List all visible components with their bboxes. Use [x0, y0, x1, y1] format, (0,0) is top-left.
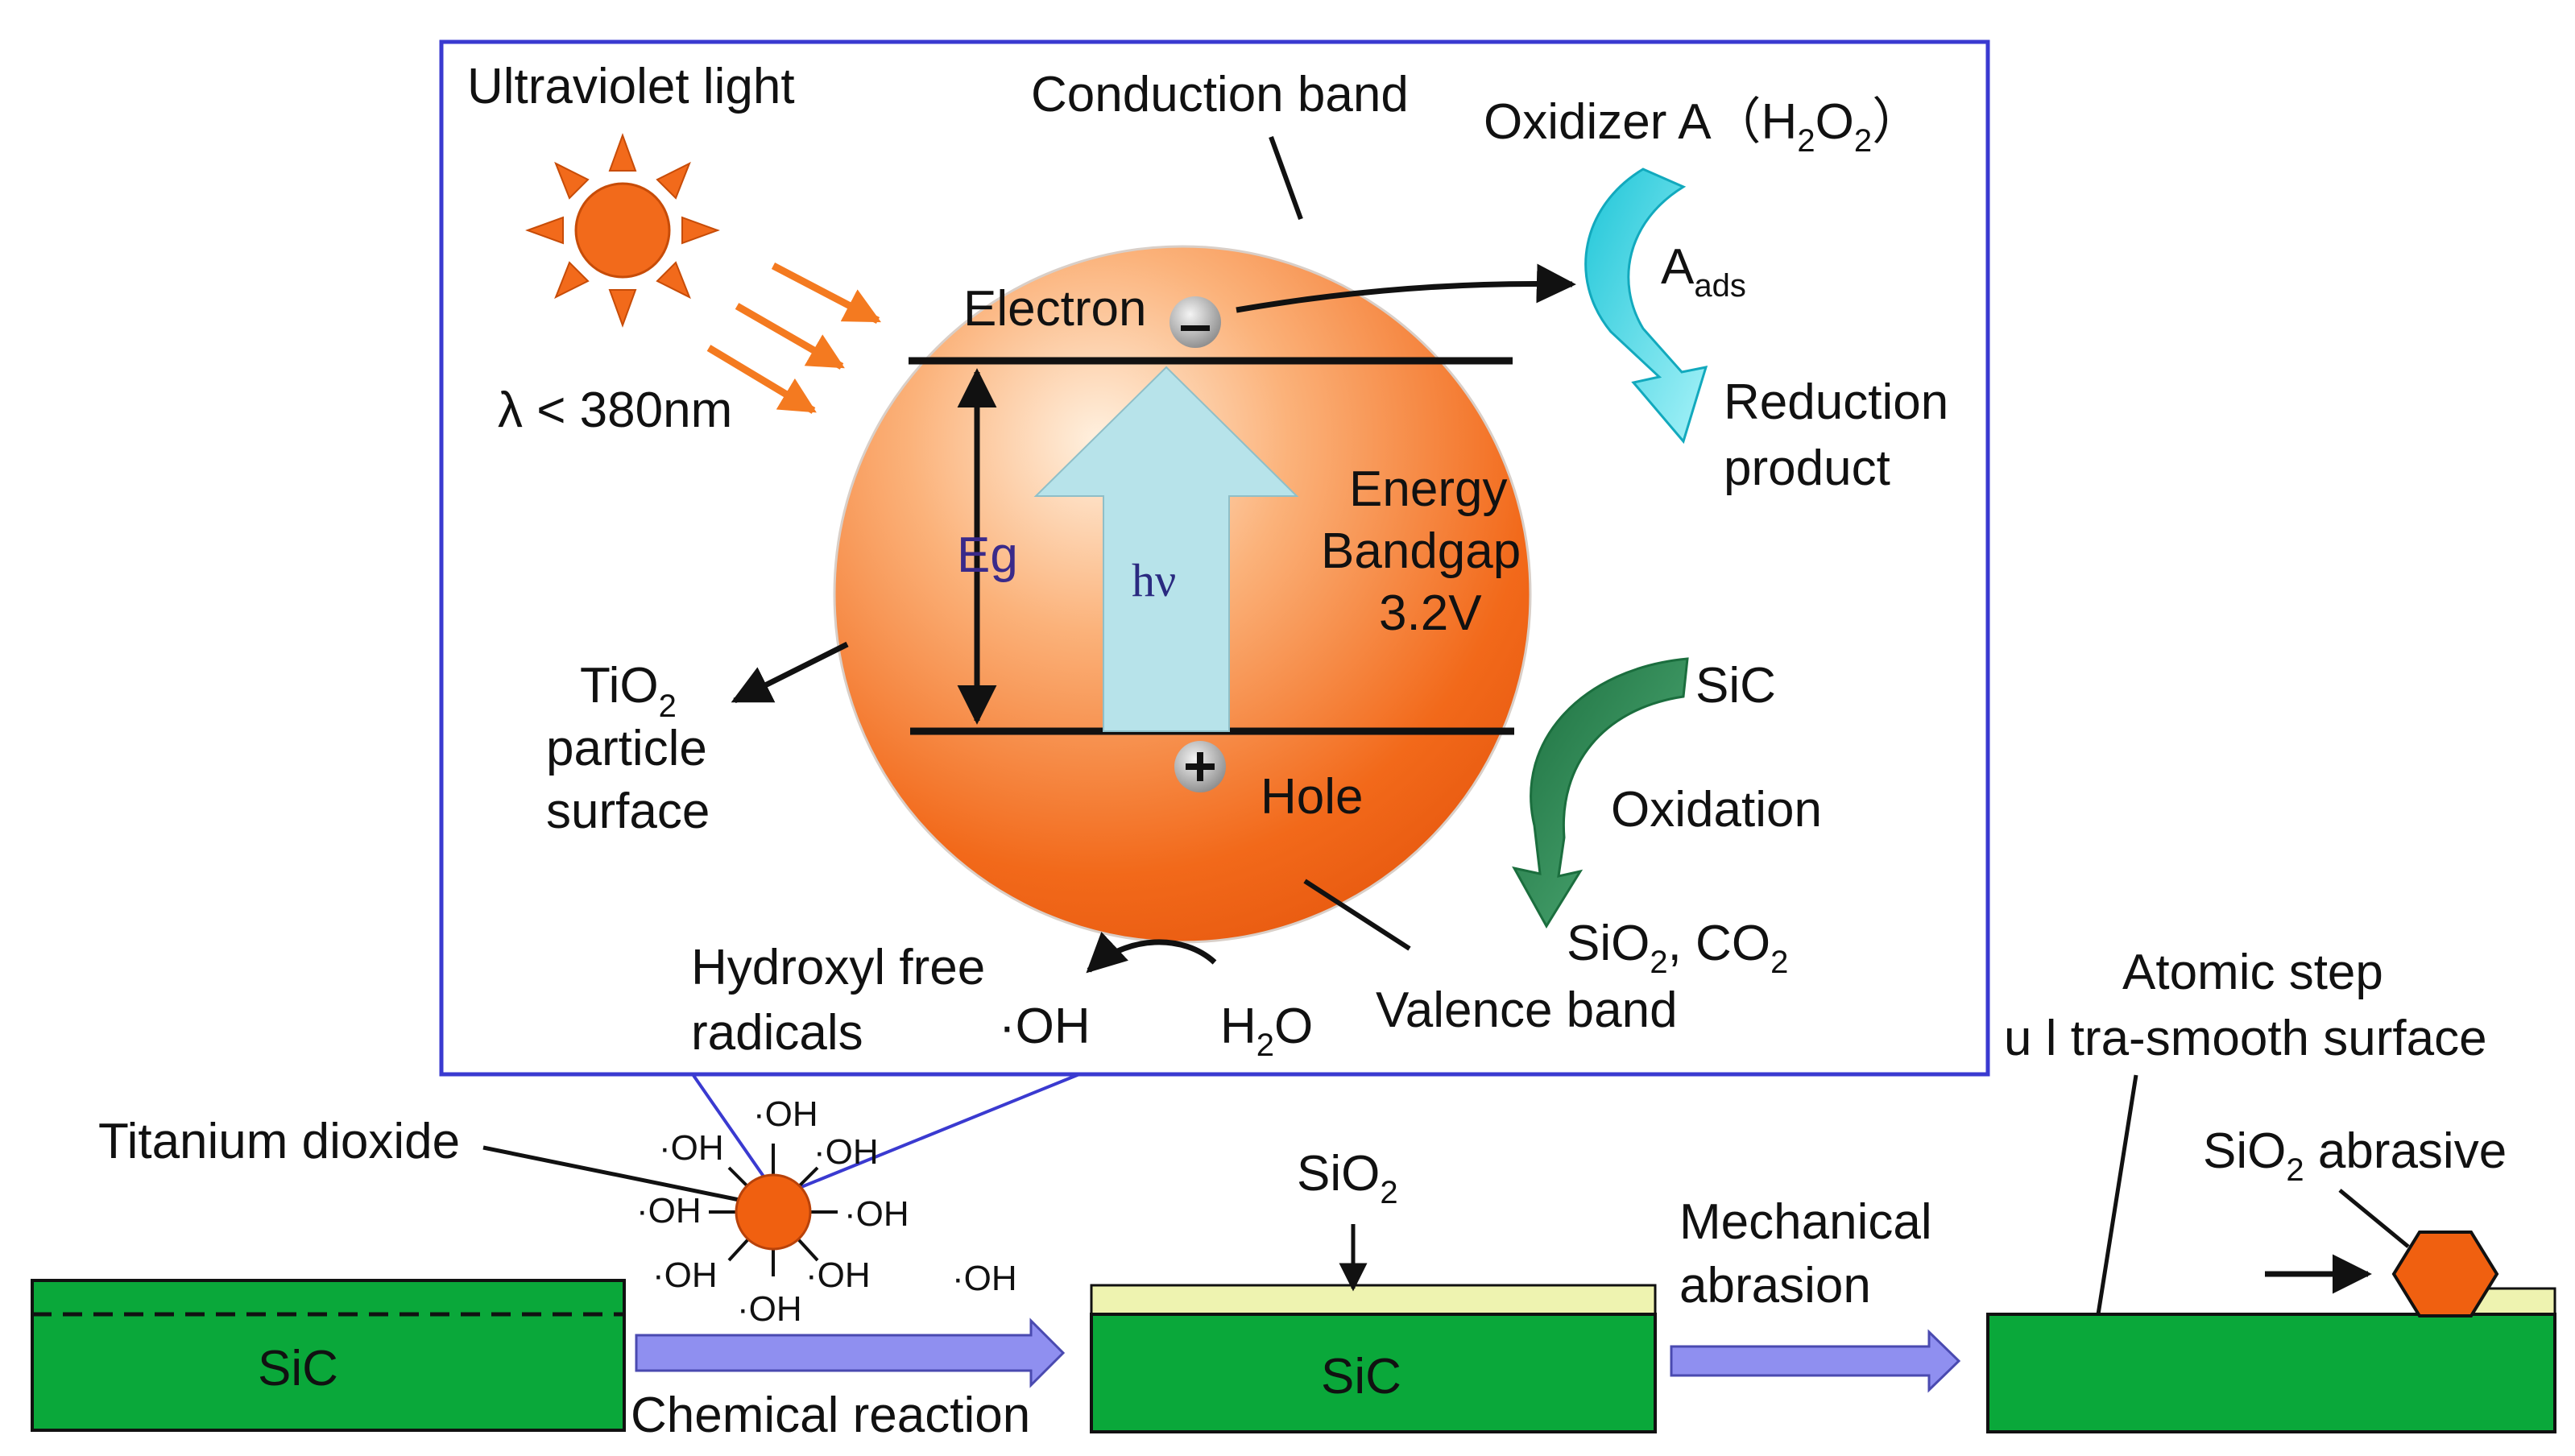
abrasion-label: abrasion	[1679, 1258, 1871, 1313]
sic-substrate-right	[1986, 1313, 2556, 1433]
oxidizer-label: Oxidizer A（H2O2）	[1484, 94, 1922, 159]
uv-light-label: Ultraviolet light	[467, 59, 795, 114]
valence-band-label: Valence band	[1376, 982, 1678, 1038]
svg-text:Aads: Aads	[1661, 239, 1746, 304]
water-to-oh-arrow	[1086, 931, 1217, 974]
plus-circle-icon	[1174, 741, 1226, 792]
atomic-step-line1: Atomic step	[2122, 945, 2383, 1000]
abrasive-leader	[2338, 1189, 2410, 1248]
svg-text:SiO2: SiO2	[1297, 1146, 1398, 1210]
svg-text:H2O: H2O	[1220, 999, 1313, 1063]
titanium-dioxide-label: Titanium dioxide	[98, 1114, 460, 1169]
hv-excitation-arrow	[1033, 366, 1299, 732]
hydroxyl-line1: Hydroxyl free	[691, 940, 985, 995]
oh-radical-label: ·OH	[659, 1128, 724, 1168]
sic-substrate-middle	[1090, 1313, 1657, 1433]
energy-bandgap-line2: Bandgap	[1321, 523, 1521, 579]
svg-text:SiO2 abrasive: SiO2 abrasive	[2203, 1123, 2507, 1188]
callout-line-left	[691, 1073, 775, 1192]
svg-text:TiO2: TiO2	[580, 658, 677, 724]
hv-label: hν	[1132, 554, 1176, 606]
oxidation-label: Oxidation	[1611, 782, 1822, 838]
conduction-band-label: Conduction band	[1031, 67, 1409, 122]
sic-middle-label: SiC	[1321, 1349, 1401, 1404]
hydroxyl-line2: radicals	[691, 1005, 863, 1061]
uv-ray-arrows	[706, 263, 881, 414]
svg-text:SiO2, CO2: SiO2, CO2	[1567, 916, 1788, 980]
particle-icon	[735, 1173, 812, 1251]
oxidation-products-label: SiO2, CO2	[1567, 916, 1788, 980]
oh-radical-label: ·OH	[737, 1289, 802, 1329]
oxidation-curved-arrow	[1512, 657, 1689, 929]
minus-circle-icon	[1170, 296, 1221, 348]
electron-label: Electron	[963, 281, 1146, 337]
reduction-product-line1: Reduction	[1724, 374, 1948, 430]
reduction-curved-arrow	[1584, 168, 1708, 445]
titanium-dioxide-leader	[482, 1145, 740, 1202]
sic-left-label: SiC	[258, 1341, 338, 1396]
svg-text:Oxidizer A（H2O2）: Oxidizer A（H2O2）	[1484, 94, 1922, 159]
energy-bandgap-value: 3.2V	[1379, 585, 1482, 641]
aads-label: Aads	[1661, 239, 1746, 304]
electron-transfer-arrow	[1236, 263, 1576, 313]
sic-substrate-left	[31, 1279, 626, 1432]
oh-radical-label: ·OH	[753, 1094, 818, 1134]
oh-product-label: ·OH	[999, 999, 1091, 1054]
hole-label: Hole	[1261, 769, 1364, 825]
oh-radical-label: ·OH	[952, 1259, 1017, 1298]
water-label: H2O	[1220, 999, 1313, 1063]
tio2-surface-label: TiO2 particle surface	[546, 658, 710, 839]
callout-line-right	[793, 1073, 1080, 1192]
mechanical-label: Mechanical	[1679, 1194, 1932, 1250]
svg-text:surface: surface	[546, 784, 710, 839]
conduction-band-leader	[1269, 135, 1303, 221]
atomic-step-line2: u l tra-smooth surface	[2004, 1011, 2487, 1066]
energy-bandgap-line1: Energy	[1349, 461, 1507, 517]
svg-text:particle: particle	[546, 721, 707, 776]
wavelength-label: λ < 380nm	[498, 383, 732, 438]
eg-label: Eg	[957, 527, 1018, 583]
sic-oxidation-label: SiC	[1695, 658, 1776, 714]
sio2-layer-label: SiO2	[1297, 1146, 1398, 1210]
chemical-reaction-label: Chemical reaction	[631, 1388, 1030, 1443]
oh-radical-label: ·OH	[652, 1255, 718, 1295]
surface-pointer-arrow	[731, 641, 849, 704]
hexagon-icon	[2391, 1231, 2499, 1317]
oh-radical-label: ·OH	[844, 1194, 909, 1234]
chemical-reaction-arrow	[635, 1317, 1066, 1388]
mechanical-abrasion-arrow	[1670, 1329, 1961, 1393]
oh-radical-label: ·OH	[805, 1255, 871, 1295]
valence-band-leader	[1303, 879, 1411, 951]
oh-radical-label: ·OH	[813, 1132, 879, 1172]
abrasive-label: SiO2 abrasive	[2203, 1123, 2507, 1188]
atomic-step-leader	[2096, 1074, 2138, 1315]
sio2-oxide-layer	[1090, 1284, 1657, 1316]
sun-icon	[525, 133, 720, 328]
oh-radical-label: ·OH	[636, 1191, 702, 1231]
reduction-product-line2: product	[1724, 441, 1890, 496]
